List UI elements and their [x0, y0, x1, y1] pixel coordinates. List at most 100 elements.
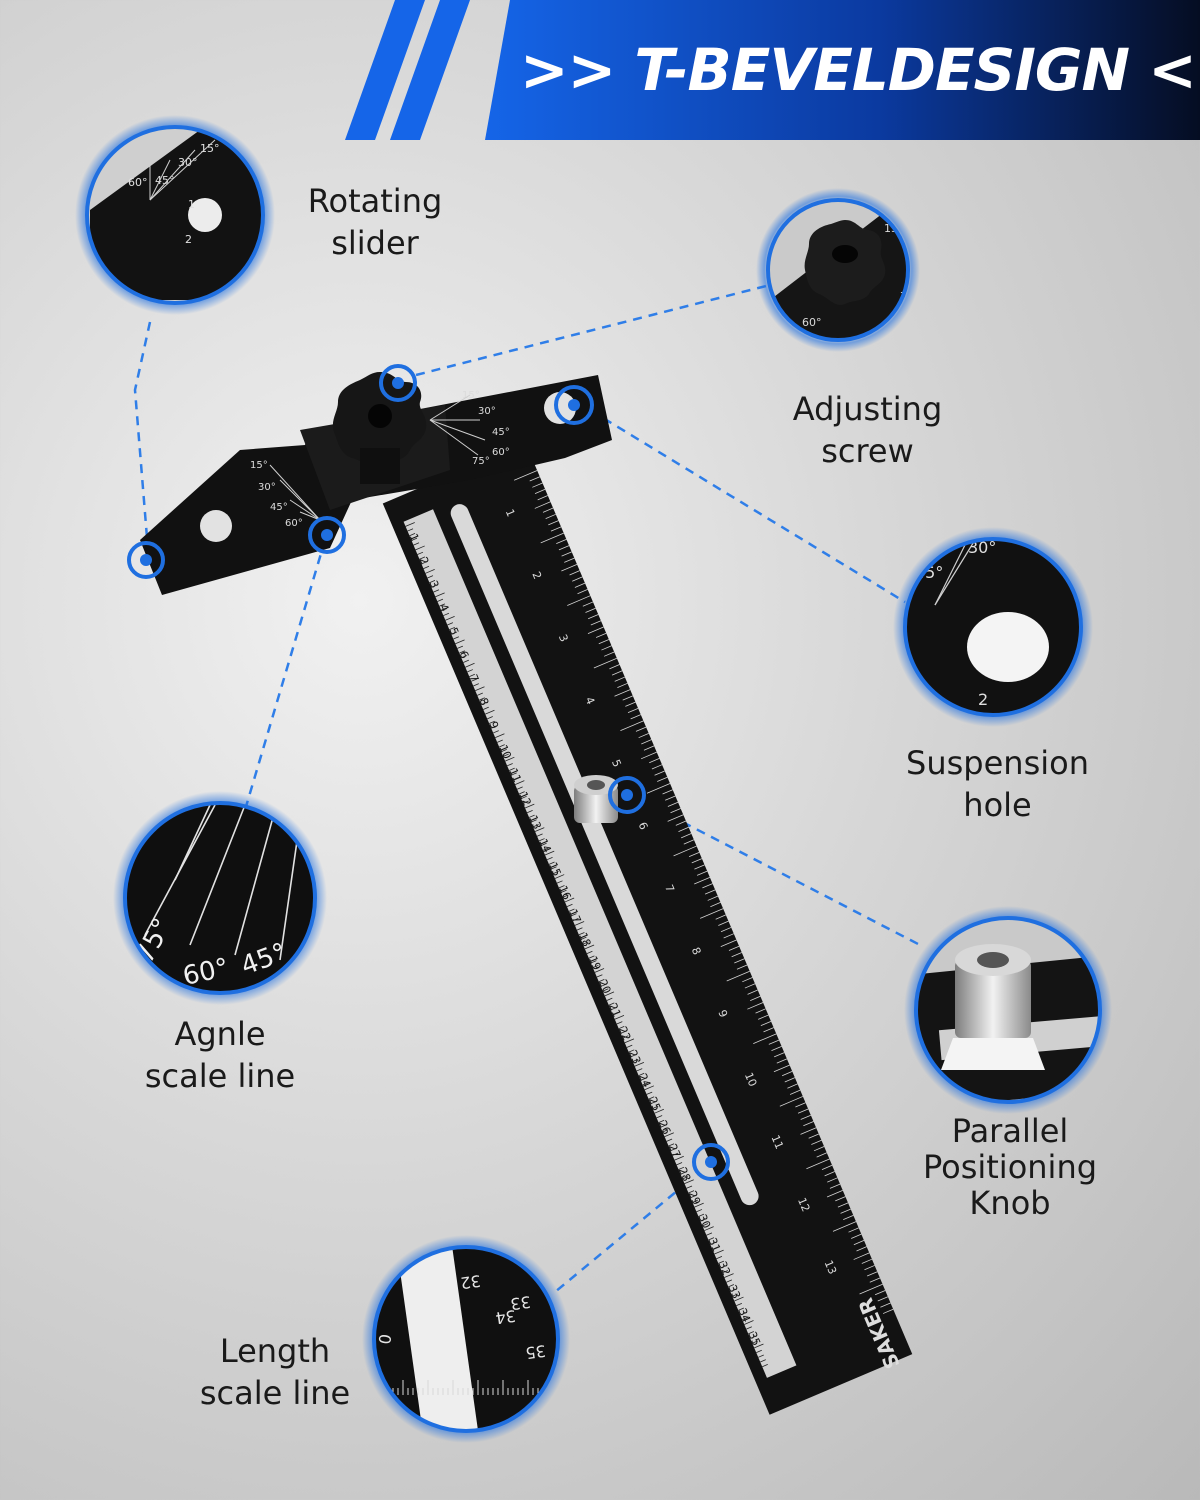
long-scale-number: 1	[407, 532, 422, 544]
svg-text:33: 33	[509, 1292, 532, 1314]
long-scale-number: 7	[466, 673, 481, 685]
short-scale-number: 13	[822, 1258, 839, 1276]
long-scale-number: 18	[576, 931, 593, 949]
positioning-knob	[574, 775, 618, 823]
svg-text:30°: 30°	[178, 156, 198, 169]
svg-text:2: 2	[185, 233, 192, 246]
long-scale-number: 17	[566, 907, 583, 925]
header-banner: >> T-BEVELDESIGN <<	[0, 0, 1200, 140]
zoom-suspension-hole: 30°45° 2	[893, 527, 1093, 727]
ruler-head: 15°30° 45°60° 15°30° 45°60°75°	[140, 372, 612, 595]
long-scale-number: 23	[626, 1048, 643, 1066]
label-angle-scale-line: Agnle scale line	[130, 1013, 310, 1097]
svg-text:60°: 60°	[285, 518, 303, 529]
ring-rotating-slider	[127, 541, 165, 579]
short-scale-number: 2	[529, 570, 544, 582]
banner-panel	[485, 0, 1200, 140]
ring-positioning-knob	[608, 776, 646, 814]
svg-text:30°: 30°	[258, 482, 276, 493]
long-scale-number: 4	[437, 602, 452, 614]
label-suspension-hole: Suspension hole	[890, 742, 1105, 826]
banner-stripe-2	[390, 0, 470, 140]
long-scale-number: 28	[676, 1165, 693, 1183]
svg-text:15°: 15°	[250, 460, 268, 471]
ring-dots	[140, 377, 717, 1168]
long-scale-number: 3	[427, 579, 442, 591]
svg-text:15°: 15°	[462, 390, 480, 401]
svg-text:0: 0	[375, 1333, 395, 1346]
long-scale-number: 9	[486, 719, 501, 731]
target-rings	[127, 364, 730, 1181]
banner-shape	[345, 0, 1200, 140]
long-scale-number: 14	[536, 837, 553, 855]
short-scale-number: 5	[609, 758, 624, 770]
adjusting-knob	[332, 372, 427, 484]
ruler-blade: 1234567891011121314151617181920212223242…	[382, 442, 913, 1415]
label-rotating-slider-line1: Rotating	[307, 182, 443, 220]
long-scale-number: 33	[726, 1283, 743, 1301]
label-suspension-hole-line2: hole	[963, 786, 1032, 824]
label-positioning-knob-line2: Positioning	[922, 1148, 1098, 1186]
label-length-scale-line2: scale line	[199, 1374, 351, 1412]
long-scale-number: 29	[686, 1189, 703, 1207]
ring-length-scale	[692, 1143, 730, 1181]
label-rotating-slider: Rotating slider	[290, 180, 460, 264]
connector-suspension-hole	[589, 408, 906, 604]
label-adjusting-screw-line2: screw	[821, 432, 914, 470]
zoom-angle-scale: 75° 60° 45°	[113, 791, 327, 1005]
long-scale-number: 22	[616, 1025, 633, 1043]
short-scale-number: 12	[795, 1196, 812, 1214]
short-scale-number: 9	[715, 1008, 730, 1020]
long-scale-number: 25	[646, 1095, 663, 1113]
long-scale-number: 26	[656, 1118, 673, 1136]
label-adjusting-screw: Adjusting screw	[770, 388, 965, 472]
long-scale-number: 19	[586, 954, 603, 972]
svg-text:2: 2	[978, 690, 988, 709]
long-scale-number: 21	[606, 1001, 623, 1019]
zoom-adjusting-screw: 15°60°75°	[756, 188, 920, 352]
zoom-length-scale: 32 33 34 35 0	[362, 1235, 570, 1443]
svg-text:45°: 45°	[155, 174, 175, 187]
long-scale-number: 5	[447, 626, 462, 638]
long-scale-number: 27	[666, 1142, 683, 1160]
connector-adjusting-screw	[415, 283, 771, 377]
long-scale-number: 35	[745, 1330, 762, 1348]
label-length-scale-line1: Length	[219, 1332, 331, 1370]
long-scale-number: 34	[735, 1306, 752, 1324]
short-scale-number: 1	[503, 507, 518, 519]
svg-text:15°: 15°	[200, 142, 220, 155]
svg-text:35: 35	[524, 1341, 547, 1363]
label-length-scale-line: Length scale line	[185, 1330, 365, 1414]
svg-text:60°: 60°	[802, 316, 822, 329]
svg-text:30°: 30°	[478, 406, 496, 417]
long-scale-number: 2	[417, 555, 432, 567]
long-scale-number: 15	[546, 860, 563, 878]
svg-text:60°: 60°	[128, 176, 148, 189]
svg-text:34: 34	[494, 1306, 517, 1328]
connector-rotating-slider	[133, 321, 152, 551]
label-angle-scale-line2: scale line	[144, 1057, 296, 1095]
ring-adjusting-screw	[379, 364, 417, 402]
svg-text:1: 1	[188, 198, 195, 211]
long-scale-number: 8	[476, 696, 491, 708]
label-adjusting-screw-line1: Adjusting	[792, 390, 943, 428]
long-scale-number: 31	[706, 1236, 723, 1254]
svg-text:45°: 45°	[492, 427, 510, 438]
short-scale-number: 7	[662, 883, 677, 895]
svg-text:45°: 45°	[270, 502, 288, 513]
short-scale-number: 3	[556, 632, 571, 644]
banner-title: >> T-BEVELDESIGN <<	[520, 36, 1200, 104]
connector-angle-scale	[243, 539, 327, 811]
label-positioning-knob-line3: Knob	[969, 1184, 1051, 1222]
svg-text:60°: 60°	[492, 447, 510, 458]
zoom-positioning-knob	[904, 906, 1112, 1114]
long-scale-number: 13	[526, 813, 543, 831]
svg-text:30°: 30°	[968, 538, 996, 557]
ring-angle-scale	[308, 516, 346, 554]
short-scale-number: 4	[582, 695, 597, 707]
long-scale-number: 12	[516, 790, 533, 808]
zoom-rotating-slider: 15°30° 45° 60° 1 2	[75, 115, 275, 315]
label-rotating-slider-line2: slider	[331, 224, 419, 262]
